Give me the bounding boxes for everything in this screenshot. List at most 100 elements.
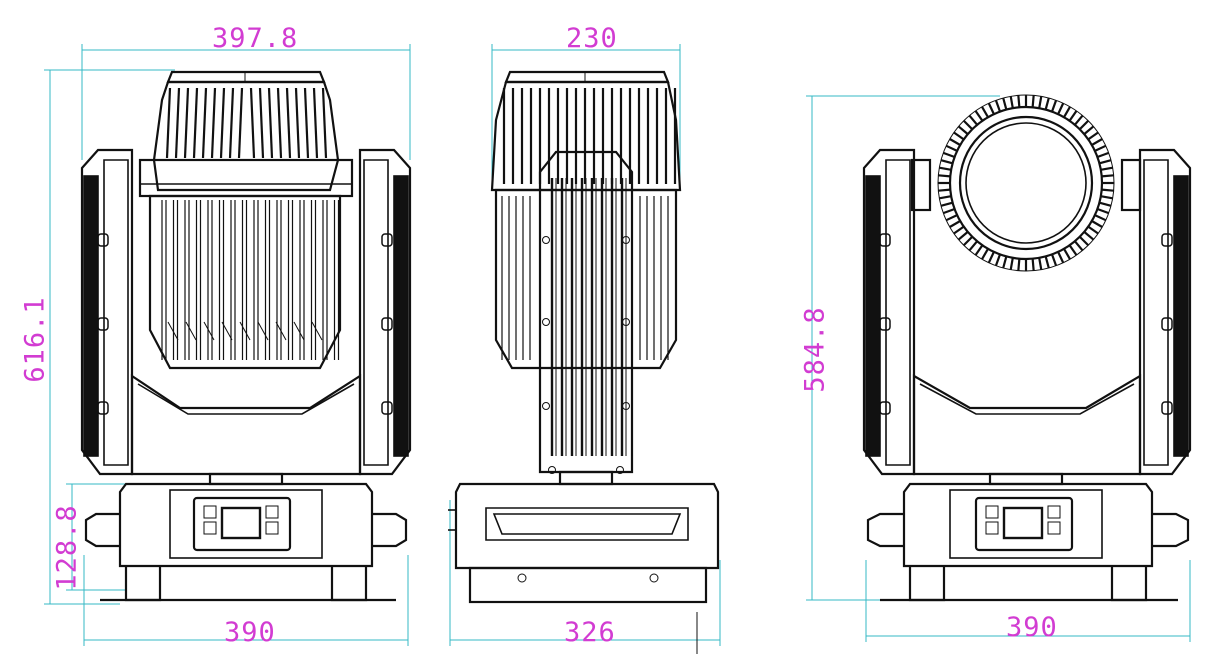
dim-front-width: 397.8 bbox=[212, 23, 299, 54]
fin-line bbox=[293, 321, 305, 341]
gear-tooth bbox=[994, 254, 1002, 267]
gear-tooth bbox=[974, 244, 984, 256]
fin-line bbox=[321, 87, 328, 159]
gear-tooth bbox=[1099, 201, 1112, 207]
dim-front-base-height: 128.8 bbox=[51, 504, 83, 591]
fin-line bbox=[228, 87, 235, 159]
gear-tooth bbox=[1068, 244, 1078, 256]
dim-rear-height: 584.8 bbox=[799, 306, 831, 393]
fin-line bbox=[192, 87, 199, 159]
fin-line bbox=[312, 87, 319, 159]
side-view bbox=[448, 70, 720, 604]
gear-tooth bbox=[1068, 110, 1078, 122]
gear-tooth bbox=[1087, 131, 1099, 141]
gear-tooth bbox=[953, 131, 965, 141]
gear-tooth bbox=[1083, 231, 1095, 241]
gear-tooth bbox=[949, 138, 961, 146]
gear-tooth bbox=[957, 231, 969, 241]
gear-tooth bbox=[1078, 119, 1090, 131]
gear-tooth bbox=[1002, 256, 1008, 269]
gear-tooth bbox=[938, 188, 951, 192]
fin-line bbox=[165, 87, 172, 159]
front-view bbox=[80, 70, 412, 602]
gear-tooth bbox=[1044, 256, 1050, 269]
fin-line bbox=[285, 87, 292, 159]
fin-line bbox=[203, 321, 215, 341]
gear-tooth bbox=[1091, 138, 1103, 146]
gear-tooth bbox=[962, 235, 974, 247]
fin-line bbox=[185, 321, 197, 341]
gear-tooth bbox=[1078, 235, 1090, 247]
gear-tooth bbox=[1050, 99, 1058, 112]
gear-tooth bbox=[1044, 97, 1050, 110]
dim-side-base-width: 326 bbox=[564, 617, 616, 648]
gear-tooth bbox=[940, 201, 953, 207]
gear-tooth bbox=[1094, 214, 1107, 222]
gear-tooth bbox=[981, 248, 989, 260]
gear-tooth bbox=[1009, 257, 1014, 270]
gear-tooth bbox=[1063, 106, 1071, 118]
gear-tooth bbox=[1038, 257, 1043, 270]
gear-tooth bbox=[968, 114, 978, 126]
gear-tooth bbox=[1094, 144, 1107, 152]
dim-front-base-width: 390 bbox=[224, 617, 276, 648]
gear-tooth bbox=[1063, 248, 1071, 260]
gear-tooth bbox=[938, 174, 951, 178]
gear-tooth bbox=[1074, 240, 1084, 252]
fin-line bbox=[237, 87, 244, 159]
gear-tooth bbox=[987, 102, 995, 115]
gear-tooth bbox=[1101, 174, 1114, 178]
fin-line bbox=[167, 321, 179, 341]
gear-tooth bbox=[953, 225, 965, 235]
fin-line bbox=[294, 87, 301, 159]
gear-tooth bbox=[1057, 251, 1065, 264]
gear-tooth bbox=[945, 144, 958, 152]
fin-line bbox=[239, 321, 251, 341]
fin-line bbox=[276, 87, 283, 159]
gear-tooth bbox=[974, 110, 984, 122]
gear-tooth bbox=[1100, 195, 1113, 200]
gear-tooth bbox=[1009, 96, 1014, 109]
dim-rear-base-width: 390 bbox=[1006, 612, 1058, 643]
gear-tooth bbox=[1031, 95, 1035, 108]
dim-side-top-width: 230 bbox=[566, 23, 618, 54]
dimension-lines bbox=[44, 44, 1191, 654]
gear-tooth bbox=[942, 207, 955, 215]
gear-tooth bbox=[945, 214, 958, 222]
gear-tooth bbox=[1091, 220, 1103, 228]
gear-tooth bbox=[1101, 188, 1114, 192]
rear-view bbox=[862, 94, 1192, 602]
fin-line bbox=[219, 87, 226, 159]
gear-tooth bbox=[962, 119, 974, 131]
fin-line bbox=[210, 87, 217, 159]
gear-tooth bbox=[949, 220, 961, 228]
fin-line bbox=[257, 321, 269, 341]
gear-tooth bbox=[1099, 159, 1112, 165]
fin-line bbox=[303, 87, 310, 159]
fin-line bbox=[183, 87, 190, 159]
gear-tooth bbox=[968, 240, 978, 252]
gear-tooth bbox=[1017, 95, 1021, 108]
gear-tooth bbox=[1002, 97, 1008, 110]
fin-line bbox=[267, 87, 274, 159]
gear-tooth bbox=[1087, 225, 1099, 235]
gear-tooth bbox=[942, 151, 955, 159]
gear-tooth bbox=[939, 166, 952, 171]
gear-tooth bbox=[981, 106, 989, 118]
fin-line bbox=[311, 321, 323, 341]
gear-tooth bbox=[939, 195, 952, 200]
gear-outer-ring bbox=[937, 94, 1115, 272]
dim-front-height: 616.1 bbox=[19, 296, 51, 383]
fin-line bbox=[275, 321, 287, 341]
gear-tooth bbox=[1057, 102, 1065, 115]
gear-tooth bbox=[1050, 254, 1058, 267]
fin-line bbox=[258, 87, 265, 159]
fin-line bbox=[221, 321, 233, 341]
gear-tooth bbox=[940, 159, 953, 165]
gear-tooth bbox=[1031, 258, 1035, 271]
gear-tooth bbox=[1100, 166, 1113, 171]
gear-tooth bbox=[994, 99, 1002, 112]
fin-line bbox=[174, 87, 181, 159]
